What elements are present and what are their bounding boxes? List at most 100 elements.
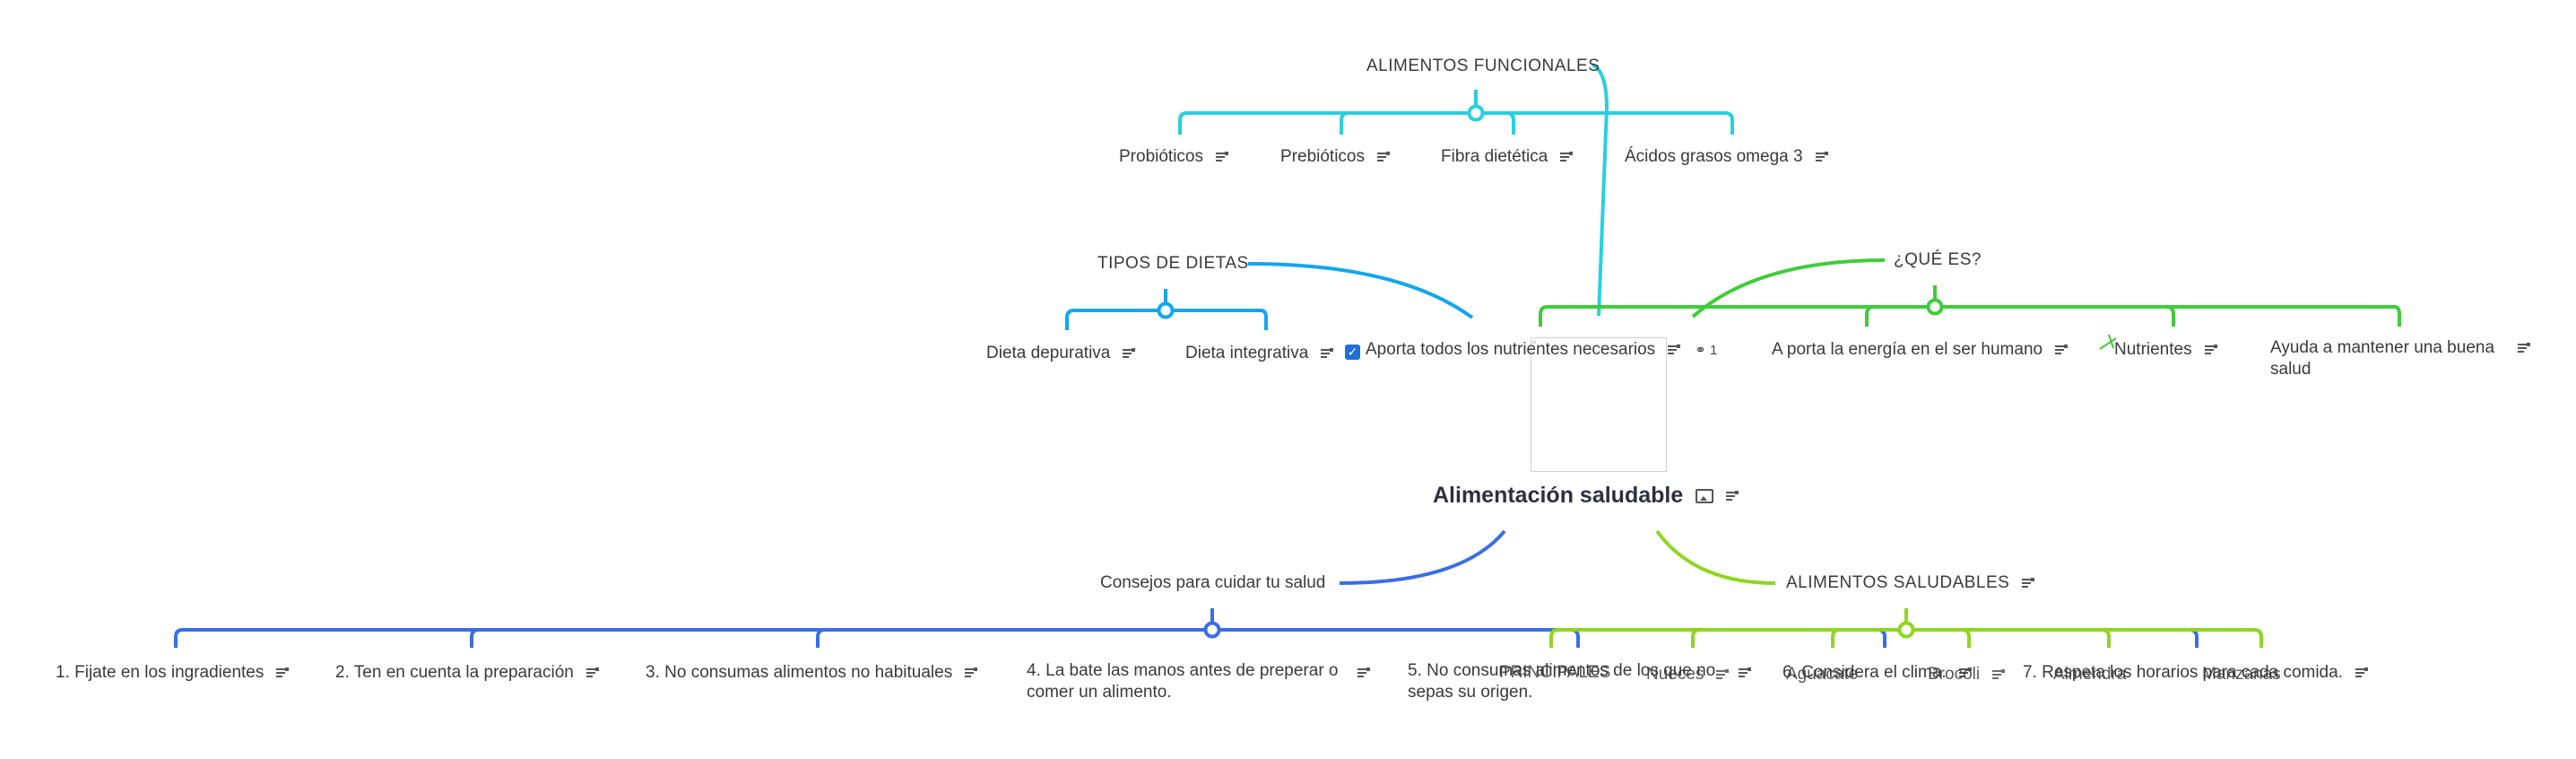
- subtopic-ayuda-salud[interactable]: Ayuda a mantener una buena salud: [2270, 337, 2530, 380]
- subtopic-consejo-7[interactable]: 7. Respeta los horarios para cada comida…: [2023, 662, 2368, 684]
- subtopic-prebioticos[interactable]: Prebióticos: [1280, 146, 1390, 168]
- subtopic-label: 2. Ten en cuenta la preparación: [335, 663, 574, 682]
- note-icon[interactable]: [1726, 491, 1739, 502]
- subtopic-label: 1. Fijate en los ingradientes: [56, 663, 265, 682]
- subtopic-aporta-energia[interactable]: A porta la energía en el ser humano: [1772, 339, 2069, 361]
- topic-label: TIPOS DE DIETAS: [1097, 254, 1249, 273]
- topic-alimentos-funcionales[interactable]: ALIMENTOS FUNCIONALES: [1366, 56, 1600, 77]
- subtopic-label: 6. Considera el clima.: [1782, 663, 1947, 682]
- branch-funcionales-lines: [1178, 63, 1734, 317]
- subtopic-manzanas[interactable]: Manzanas: [2202, 664, 2281, 685]
- note-icon[interactable]: [1958, 667, 1972, 678]
- subtopic-label: Ayuda a mantener una buena salud: [2270, 338, 2495, 379]
- subtopic-probioticos[interactable]: Probióticos: [1119, 146, 1228, 168]
- note-icon[interactable]: [2204, 344, 2217, 355]
- subtopic-consejo-6[interactable]: 6. Considera el clima.: [1782, 662, 1972, 684]
- subtopic-consejo-2[interactable]: 2. Ten en cuenta la preparación: [335, 662, 599, 684]
- subtopic-acidos-grasos[interactable]: Ácidos grasos omega 3: [1625, 146, 1828, 168]
- subtopic-label: Probióticos: [1119, 147, 1203, 166]
- broken-image-icon: ▫: [1532, 336, 1537, 348]
- node-dot-funcionales: [1467, 104, 1485, 122]
- subtopic-label: Ácidos grasos omega 3: [1625, 147, 1803, 166]
- subtopic-brocoli[interactable]: Brocoli: [1928, 664, 2006, 685]
- link-count: 1: [1709, 343, 1718, 358]
- topic-label: ¿QUÉ ES?: [1894, 250, 1982, 269]
- note-icon[interactable]: [276, 667, 290, 678]
- note-icon[interactable]: [2055, 344, 2069, 355]
- topic-consejos[interactable]: Consejos para cuidar tu salud: [1100, 572, 1325, 594]
- subtopic-almendra[interactable]: Almendra: [2053, 664, 2126, 685]
- subtopic-aguacate[interactable]: Aguacate: [1786, 664, 1858, 685]
- note-icon[interactable]: [1357, 667, 1370, 678]
- topic-tipos-de-dietas[interactable]: TIPOS DE DIETAS: [1097, 253, 1249, 275]
- note-icon[interactable]: [1739, 667, 1751, 678]
- subtopic-aporta-nutrientes[interactable]: ✓ Aporta todos los nutrientes necesarios ⚭…: [1345, 339, 1717, 362]
- tick-funcionales-3: [1505, 111, 1515, 135]
- subtopic-fibra-dietetica[interactable]: Fibra dietética: [1441, 146, 1574, 168]
- note-icon[interactable]: [2022, 577, 2035, 589]
- note-icon[interactable]: [2355, 667, 2368, 678]
- central-topic[interactable]: Alimentación saludable: [1433, 483, 1739, 509]
- note-icon[interactable]: [965, 667, 978, 678]
- subtopic-consejo-4[interactable]: 4. La bate las manos antes de preperar o…: [1027, 660, 1376, 703]
- subtopic-consejo-1[interactable]: 1. Fijate en los ingradientes: [56, 662, 290, 684]
- subtopic-consejo-5[interactable]: 5. No consumas alimentos de los que no s…: [1408, 660, 1757, 703]
- connector-saludables-root: [1655, 529, 1776, 585]
- subtopic-label: Dieta depurativa: [986, 344, 1111, 362]
- topic-label: ALIMENTOS SALUDABLES: [1786, 573, 2010, 592]
- subtopic-label: Dieta integrativa: [1185, 344, 1309, 362]
- subtopic-label: 3. No consumas alimentos no habituales: [646, 663, 953, 682]
- subtopic-principales[interactable]: PRINCIPALES: [1499, 662, 1610, 684]
- node-dot-que-es: [1926, 298, 1944, 316]
- note-icon[interactable]: [1668, 344, 1681, 355]
- note-icon[interactable]: [1716, 668, 1730, 680]
- subtopic-label: Nutrientes: [2114, 340, 2192, 359]
- subtopic-label: Aporta todos los nutrientes necesarios: [1366, 340, 1656, 359]
- tick-consejos-2: [470, 628, 480, 648]
- note-icon[interactable]: [1216, 151, 1228, 162]
- subtopic-dieta-integrativa[interactable]: Dieta integrativa: [1185, 343, 1334, 364]
- note-icon[interactable]: [1123, 347, 1136, 359]
- note-icon[interactable]: [585, 667, 599, 678]
- tick-saludables-5: [2101, 628, 2111, 648]
- note-icon[interactable]: [1321, 347, 1334, 359]
- bracket-funcionales: [1178, 111, 1734, 135]
- subtopic-dieta-depurativa[interactable]: Dieta depurativa: [986, 343, 1136, 364]
- subtopic-label: A porta la energía en el ser humano: [1772, 340, 2043, 359]
- note-icon[interactable]: [1377, 151, 1390, 162]
- checkbox-checked-icon[interactable]: ✓: [1345, 345, 1360, 360]
- subtopic-consejo-3[interactable]: 3. No consumas alimentos no habituales: [646, 662, 978, 684]
- tick-saludables-2: [1691, 628, 1701, 648]
- subtopic-label: 7. Respeta los horarios para cada comida…: [2023, 663, 2343, 682]
- tick-consejos-3: [816, 628, 826, 648]
- subtopic-nutrientes[interactable]: Nutrientes: [2114, 339, 2217, 361]
- branch-que-es-lines: [1539, 258, 2401, 327]
- note-icon[interactable]: [2518, 343, 2530, 353]
- green-flag-mark: [2099, 334, 2117, 350]
- topic-que-es[interactable]: ¿QUÉ ES?: [1894, 249, 1982, 271]
- topic-label: Consejos para cuidar tu salud: [1100, 573, 1326, 592]
- subtopic-label: Nueces: [1646, 665, 1704, 684]
- subtopic-label: 5. No consumas alimentos de los que no s…: [1408, 661, 1716, 702]
- subtopic-label: 4. La bate las manos antes de preperar o…: [1027, 661, 1339, 702]
- topic-alimentos-saludables[interactable]: ALIMENTOS SALUDABLES: [1786, 572, 2035, 594]
- tick-consejos-5: [1570, 628, 1580, 648]
- subtopic-label: Prebióticos: [1280, 147, 1365, 166]
- link-icon[interactable]: ⚭ 1: [1695, 343, 1718, 358]
- note-icon[interactable]: [1560, 151, 1574, 162]
- subtopic-label: Manzanas: [2202, 665, 2281, 684]
- note-icon[interactable]: [1815, 151, 1828, 162]
- subtopic-label: Aguacate: [1786, 665, 1859, 684]
- topic-label: ALIMENTOS FUNCIONALES: [1366, 57, 1600, 75]
- connector-funcionales-root: [1591, 63, 1609, 317]
- subtopic-label: PRINCIPALES: [1499, 663, 1611, 682]
- image-icon[interactable]: [1696, 489, 1714, 504]
- bracket-consejos: [174, 628, 2199, 648]
- tick-que-es-3: [2165, 305, 2175, 327]
- node-dot-consejos: [1203, 621, 1221, 639]
- note-icon[interactable]: [1992, 668, 2006, 680]
- tick-saludables-4: [1961, 628, 1971, 648]
- central-topic-title: Alimentación saludable: [1433, 483, 1684, 508]
- subtopic-nueces[interactable]: Nueces: [1646, 664, 1730, 685]
